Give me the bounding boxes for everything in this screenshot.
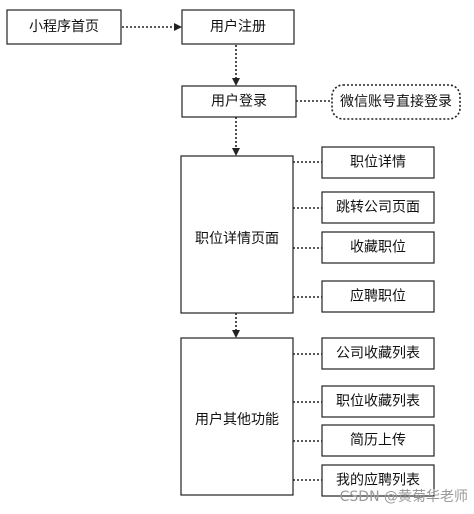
node-other-functions-label: 用户其他功能 bbox=[195, 411, 279, 428]
node-job-detail-label: 职位详情 bbox=[350, 155, 406, 171]
node-home-label: 小程序首页 bbox=[29, 19, 99, 35]
node-other-functions: 用户其他功能 bbox=[180, 337, 294, 496]
arrowhead-detail-page bbox=[232, 148, 240, 156]
node-company-favorites: 公司收藏列表 bbox=[321, 337, 435, 370]
node-resume-upload-label: 简历上传 bbox=[350, 432, 406, 449]
node-job-detail-page-label: 职位详情页面 bbox=[195, 231, 279, 247]
node-company-favorites-label: 公司收藏列表 bbox=[336, 346, 420, 362]
node-my-applications: 我的应聘列表 bbox=[321, 464, 435, 497]
node-wechat-login: 微信账号直接登录 bbox=[331, 84, 461, 120]
node-register: 用户注册 bbox=[181, 9, 295, 45]
node-job-detail: 职位详情 bbox=[321, 146, 435, 179]
node-favorite-job-label: 收藏职位 bbox=[350, 240, 406, 256]
node-home: 小程序首页 bbox=[6, 9, 122, 45]
node-my-applications-label: 我的应聘列表 bbox=[336, 472, 420, 489]
node-apply-job: 应聘职位 bbox=[321, 280, 435, 313]
node-login-label: 用户登录 bbox=[211, 93, 267, 110]
node-wechat-login-label: 微信账号直接登录 bbox=[340, 93, 452, 110]
node-apply-job-label: 应聘职位 bbox=[350, 288, 406, 305]
node-job-detail-page: 职位详情页面 bbox=[180, 155, 294, 314]
node-resume-upload: 简历上传 bbox=[321, 424, 435, 457]
node-login: 用户登录 bbox=[181, 85, 297, 118]
watermark: CSDN @黄菊华老师 bbox=[340, 488, 468, 505]
node-job-favorites: 职位收藏列表 bbox=[321, 385, 435, 418]
node-favorite-job: 收藏职位 bbox=[321, 231, 435, 264]
connectors bbox=[122, 23, 332, 481]
node-register-label: 用户注册 bbox=[210, 18, 266, 35]
arrowhead-login bbox=[232, 78, 240, 86]
node-goto-company: 跳转公司页面 bbox=[321, 191, 435, 224]
arrowhead-other bbox=[232, 330, 240, 338]
arrowhead-register bbox=[174, 23, 182, 31]
node-job-favorites-label: 职位收藏列表 bbox=[336, 394, 420, 410]
node-goto-company-label: 跳转公司页面 bbox=[336, 200, 420, 216]
